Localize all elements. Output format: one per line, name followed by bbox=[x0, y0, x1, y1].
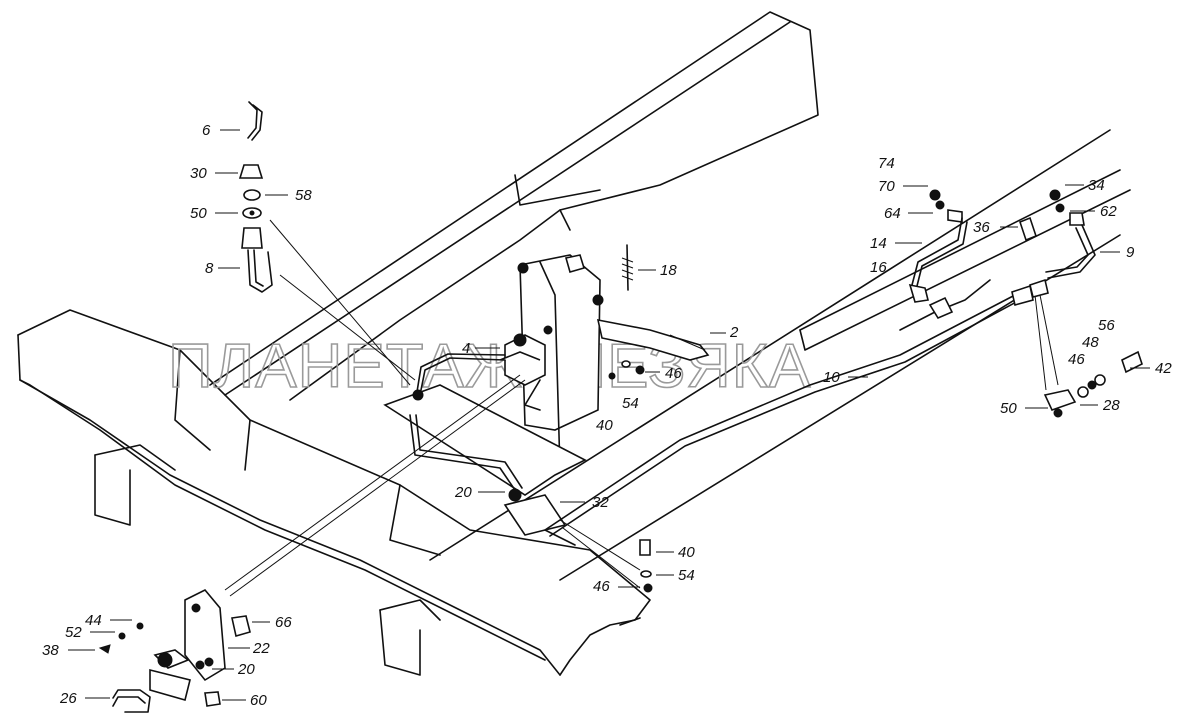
callout-48: 48 bbox=[1082, 334, 1099, 351]
callout-20a: 20 bbox=[454, 484, 472, 501]
callout-58: 58 bbox=[295, 187, 312, 204]
callout-8: 8 bbox=[205, 260, 214, 277]
watermark: ПЛАНЕТАЖЕЛЕЗЯКА bbox=[168, 332, 811, 401]
callout-50b: 50 bbox=[1000, 400, 1017, 417]
callout-16: 16 bbox=[870, 259, 887, 276]
callout-62: 62 bbox=[1100, 203, 1117, 220]
callout-64: 64 bbox=[884, 205, 901, 222]
callout-70: 70 bbox=[878, 178, 895, 195]
callout-10: 10 bbox=[823, 369, 840, 386]
callout-26: 26 bbox=[59, 690, 77, 707]
callout-42: 42 bbox=[1155, 360, 1172, 377]
callout-34: 34 bbox=[1088, 177, 1105, 194]
callout-14: 14 bbox=[870, 235, 887, 252]
callout-22: 22 bbox=[252, 640, 270, 657]
callout-46b: 46 bbox=[593, 578, 610, 595]
callout-52: 52 bbox=[65, 624, 82, 641]
callout-30: 30 bbox=[190, 165, 207, 182]
callout-46a: 46 bbox=[665, 365, 682, 382]
right-pipes bbox=[544, 189, 1143, 546]
callout-28: 28 bbox=[1102, 397, 1120, 414]
callout-74: 74 bbox=[878, 155, 895, 172]
callout-44: 44 bbox=[85, 612, 102, 629]
callout-56: 56 bbox=[1098, 317, 1115, 334]
left-fitting-stack bbox=[238, 101, 273, 293]
frame-rails bbox=[17, 11, 1131, 676]
callout-54a: 54 bbox=[622, 395, 639, 412]
leader-lines bbox=[224, 219, 1059, 597]
callout-2: 2 bbox=[729, 324, 739, 341]
callout-20b: 20 bbox=[237, 661, 255, 678]
callout-38: 38 bbox=[42, 642, 59, 659]
callout-40a: 40 bbox=[596, 417, 613, 434]
callout-9: 9 bbox=[1126, 244, 1135, 261]
callout-6: 6 bbox=[202, 122, 211, 139]
callout-32: 32 bbox=[592, 494, 609, 511]
callout-18: 18 bbox=[660, 262, 677, 279]
lower-bracket-assembly bbox=[98, 360, 653, 713]
callout-40b: 40 bbox=[678, 544, 695, 561]
callout-54b: 54 bbox=[678, 567, 695, 584]
callout-46c: 46 bbox=[1068, 351, 1085, 368]
callout-66: 66 bbox=[275, 614, 292, 631]
pedal-bracket-assembly bbox=[383, 244, 710, 536]
callout-4: 4 bbox=[462, 340, 470, 357]
callout-50a: 50 bbox=[190, 205, 207, 222]
callout-60: 60 bbox=[250, 692, 267, 709]
callout-36: 36 bbox=[973, 219, 990, 236]
